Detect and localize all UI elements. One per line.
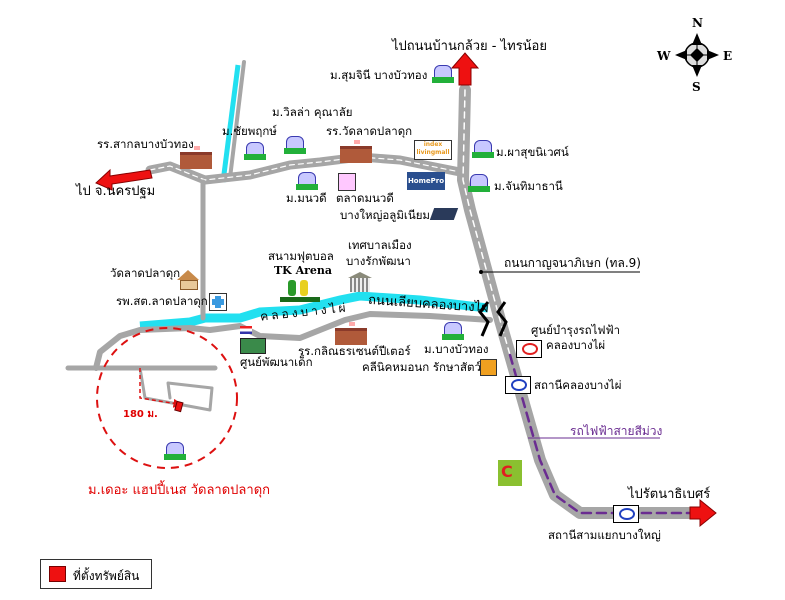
- place-bangbuathong: ม.บางบัวทอง: [424, 342, 489, 356]
- place-municipal-line1: เทศบาลเมือง: [348, 238, 412, 252]
- temple-icon: [177, 270, 199, 290]
- property-marker: [174, 400, 184, 413]
- project-name: ม.เดอะ แฮปปี้เนส วัดลาดปลาดุก: [88, 483, 271, 498]
- municipal-building-icon: [348, 272, 372, 294]
- bigc-logo: C: [498, 460, 522, 486]
- village-icon: [296, 172, 318, 192]
- legend: ที่ตั้งทรัพย์สิน: [40, 559, 152, 589]
- school-icon: [335, 322, 367, 345]
- place-vet: คลีนิคหมอนก รักษาสัตว์: [362, 360, 481, 374]
- direction-north-label: ไปถนนบ้านกล้วย - ไทรน้อย: [392, 39, 547, 54]
- distance-route: [139, 368, 183, 408]
- distance-label: 180 ม.: [123, 409, 158, 420]
- compass-west-label: W: [657, 49, 671, 63]
- bridge-icon: [478, 301, 508, 337]
- direction-west-label: ไป จ.นครปฐม: [76, 184, 156, 199]
- place-stadium-name: TK Arena: [274, 264, 333, 277]
- place-school-wat: รร.วัดลาดปลาดุก: [326, 124, 413, 138]
- vet-clinic-icon: [480, 359, 497, 376]
- school-icon: [180, 146, 212, 169]
- place-station-sam-yaek: สถานีสามแยกบางใหญ่: [548, 528, 661, 542]
- place-chanthima: ม.จันทิมาธานี: [494, 179, 563, 193]
- place-chaiyaphruek: ม.ชัยพฤกษ์: [222, 124, 277, 138]
- aluminium-factory-icon: [429, 208, 459, 220]
- place-market: ตลาดมนวดี: [336, 191, 394, 205]
- kanchanaphisek-label: ถนนกาญจนาภิเษก (ทล.9): [504, 256, 641, 270]
- compass-north-label: N: [692, 16, 703, 30]
- purple-line-label: รถไฟฟ้าสายสีม่วง: [570, 424, 663, 438]
- place-villa-kunalai: ม.วิลล่า คุณาลัย: [272, 105, 353, 119]
- place-station-khlong: สถานีคลองบางไผ่: [534, 378, 622, 392]
- compass-icon: [675, 33, 719, 77]
- village-icon: [468, 174, 490, 194]
- station-sam-yaek-icon: [613, 505, 639, 523]
- football-field-icon: [280, 278, 320, 302]
- village-icon: [472, 140, 494, 160]
- radius-circle: [96, 327, 238, 469]
- market-icon: [338, 173, 356, 191]
- place-phasuk: ม.ผาสุขนิเวศน์: [496, 145, 569, 159]
- place-school-sakon: รร.สากลบางบัวทอง: [97, 137, 194, 151]
- village-icon: [164, 442, 186, 462]
- place-school-kalin: รร.กลิณธรเซนต์ปีเตอร์: [298, 344, 411, 358]
- village-icon: [284, 136, 306, 156]
- direction-southeast-label: ไปรัตนาธิเบศร์: [628, 487, 711, 502]
- school-icon: [340, 140, 372, 163]
- place-municipal-line2: บางรักพัฒนา: [346, 254, 411, 268]
- place-aluminium: บางใหญ่อลูมิเนียม: [340, 208, 431, 222]
- place-stadium: สนามฟุตบอล: [268, 249, 334, 263]
- place-depot-line2: คลองบางไผ่: [546, 338, 606, 352]
- canal: [139, 64, 489, 331]
- index-livingmall-logo: index livingmall: [414, 140, 452, 160]
- station-khlong-bang-phai-icon: [505, 376, 531, 394]
- place-manawadee: ม.มนวดี: [286, 191, 327, 205]
- place-depot-line1: ศูนย์บำรุงรถไฟฟ้า: [531, 323, 621, 337]
- child-center-icon: [240, 326, 266, 354]
- legend-property-swatch: [49, 566, 66, 582]
- village-icon: [442, 322, 464, 342]
- railway-depot-icon: [516, 340, 542, 358]
- village-icon: [244, 142, 266, 162]
- place-child-center: ศูนย์พัฒนาเด็ก: [240, 355, 313, 369]
- homepro-logo: HomePro: [407, 172, 445, 190]
- health-clinic-icon: [209, 293, 227, 311]
- village-icon: [432, 65, 454, 85]
- place-clinic: รพ.สต.ลาดปลาดุก: [116, 294, 208, 308]
- west-arrow: [95, 168, 153, 191]
- north-arrow: [450, 52, 480, 86]
- east-arrow: [689, 498, 717, 528]
- compass-east-label: E: [723, 49, 733, 63]
- place-soomjinee: ม.สุมจินี บางบัวทอง: [330, 68, 428, 82]
- place-temple: วัดลาดปลาดุก: [110, 266, 181, 280]
- legend-property-label: ที่ตั้งทรัพย์สิน: [73, 569, 140, 583]
- compass-south-label: S: [692, 80, 701, 94]
